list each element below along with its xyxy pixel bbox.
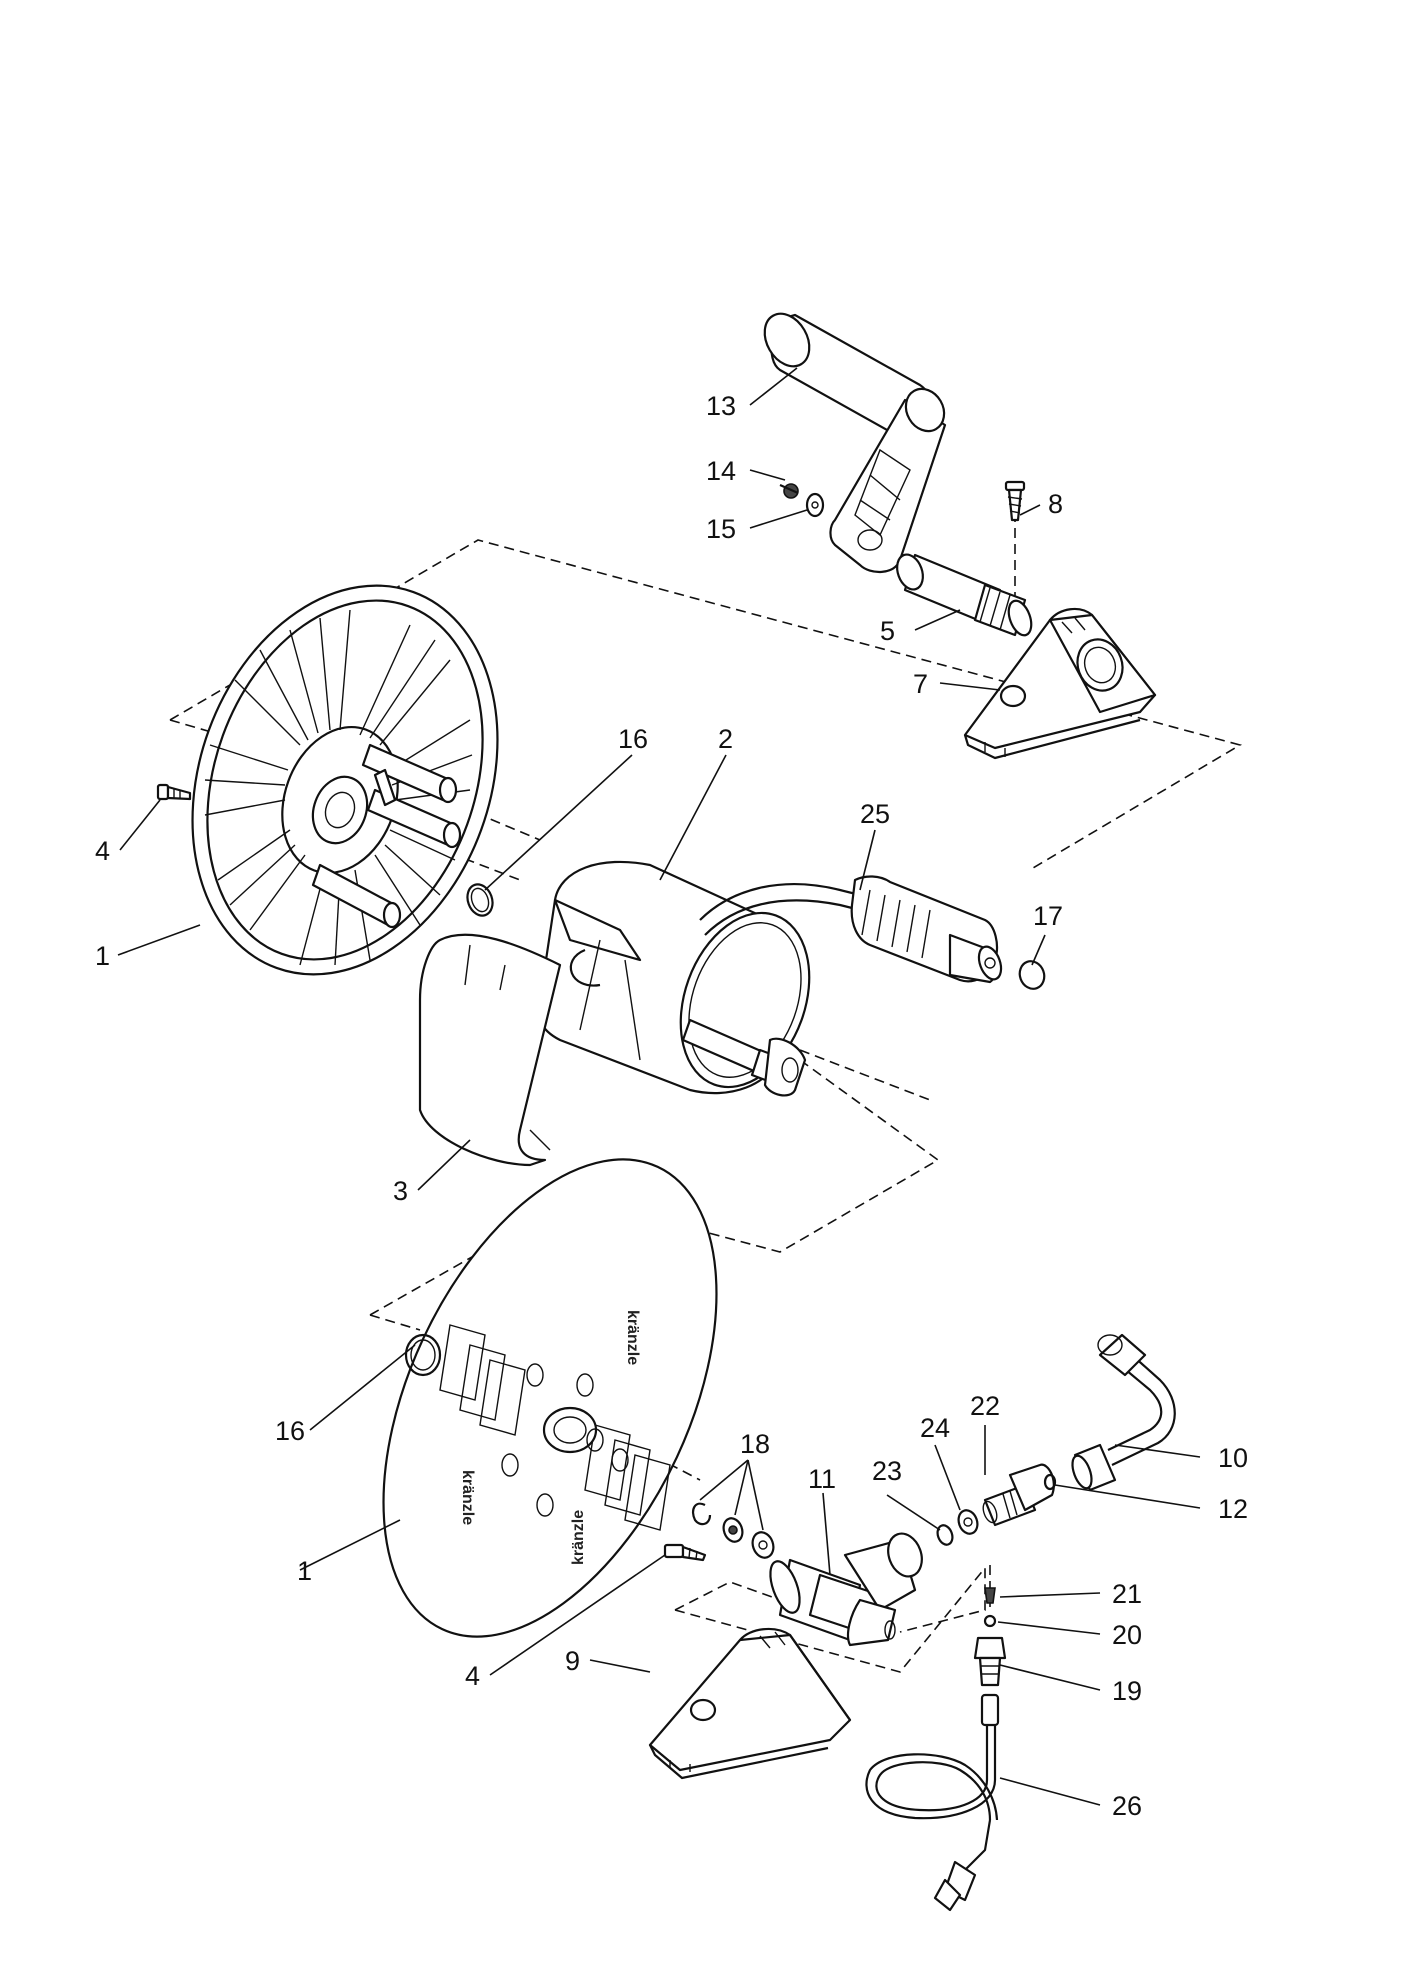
- label-part-12: 12: [1218, 1494, 1248, 1524]
- label-part-9: 9: [565, 1646, 580, 1676]
- lower-stand: [648, 1627, 852, 1780]
- reel-spokes: [204, 609, 473, 966]
- label-part-24: 24: [920, 1413, 950, 1443]
- disc-screw-lower: [663, 1543, 707, 1562]
- disc-slots-right: [584, 1424, 671, 1531]
- bent-pipe: [1071, 1333, 1176, 1492]
- fitting-21: [984, 1587, 996, 1604]
- label-part-4-lower: 4: [465, 1661, 480, 1691]
- lower-assembly-outline-left: [369, 1314, 421, 1331]
- handle-screw: [779, 483, 799, 499]
- reel-drum: [537, 860, 811, 1097]
- brand-mark-disc-bottom: kränzle: [570, 1510, 587, 1565]
- label-part-16-lower: 16: [275, 1416, 305, 1446]
- retaining-ring-upper: [466, 883, 494, 917]
- label-part-4-upper: 4: [95, 836, 110, 866]
- threaded-nipple: [982, 1463, 1055, 1527]
- label-part-20: 20: [1112, 1620, 1142, 1650]
- label-part-18: 18: [740, 1429, 770, 1459]
- axle-shaft: [896, 553, 1033, 637]
- crank-handle: [763, 312, 947, 573]
- leader-lines: [117, 367, 1201, 1806]
- label-part-3: 3: [393, 1176, 408, 1206]
- label-part-2: 2: [718, 724, 733, 754]
- supply-hose: [865, 1693, 1000, 1912]
- reel-rods: [311, 743, 462, 929]
- label-part-22: 22: [970, 1391, 1000, 1421]
- upper-axis-line-right: [799, 1049, 931, 1101]
- upper-assembly-outline-left: [169, 719, 541, 841]
- label-part-23: 23: [872, 1456, 902, 1486]
- o-ring-24: [957, 1509, 979, 1535]
- label-part-25: 25: [860, 799, 890, 829]
- label-part-1-upper: 1: [95, 941, 110, 971]
- label-part-5: 5: [880, 616, 895, 646]
- label-part-1-lower: 1: [297, 1556, 312, 1586]
- label-part-11: 11: [808, 1464, 836, 1494]
- fitting-20: [983, 1614, 997, 1628]
- label-part-15: 15: [706, 514, 736, 544]
- handle-washer: [805, 492, 825, 518]
- label-part-13: 13: [706, 391, 736, 421]
- part-labels: 13 14 15 8 5 7 16 2 25 4 17 1 3 22 24 18…: [95, 391, 1248, 1821]
- swivel-ribs: [861, 889, 931, 959]
- label-part-10: 10: [1218, 1443, 1248, 1473]
- label-part-14: 14: [706, 456, 736, 486]
- brand-mark-disc-top: kränzle: [624, 1310, 641, 1365]
- label-part-16-upper: 16: [618, 724, 648, 754]
- seal-set: [691, 1502, 775, 1559]
- reel-disc-upper: [191, 584, 499, 976]
- label-part-26: 26: [1112, 1791, 1142, 1821]
- middle-assembly-outline: [629, 1059, 940, 1253]
- fitting-19: [973, 1636, 1007, 1687]
- o-ring-23: [936, 1524, 954, 1546]
- upper-stand: [963, 607, 1157, 760]
- label-part-19: 19: [1112, 1676, 1142, 1706]
- label-part-7: 7: [913, 669, 928, 699]
- hub-elbow: [769, 1532, 923, 1647]
- hose-swivel: [699, 875, 1003, 984]
- disc-slots-left: [439, 1324, 526, 1436]
- o-ring-12: [1043, 1473, 1057, 1491]
- label-part-8: 8: [1048, 489, 1063, 519]
- disc-screw-upper: [156, 783, 192, 801]
- retaining-ring-lower: [404, 1333, 442, 1377]
- stand-screw: [1004, 480, 1026, 522]
- swivel-ring: [1018, 960, 1046, 990]
- reel-disc-lower: kränzle kränzle kränzle: [382, 1158, 718, 1638]
- stand-assembly-outline: [674, 1565, 986, 1673]
- drum-cover: [418, 933, 562, 1167]
- brand-mark-disc-middle: kränzle: [459, 1470, 476, 1525]
- label-part-21: 21: [1112, 1579, 1142, 1609]
- label-part-17: 17: [1033, 901, 1063, 931]
- stand-assembly-outline-left: [674, 1581, 776, 1611]
